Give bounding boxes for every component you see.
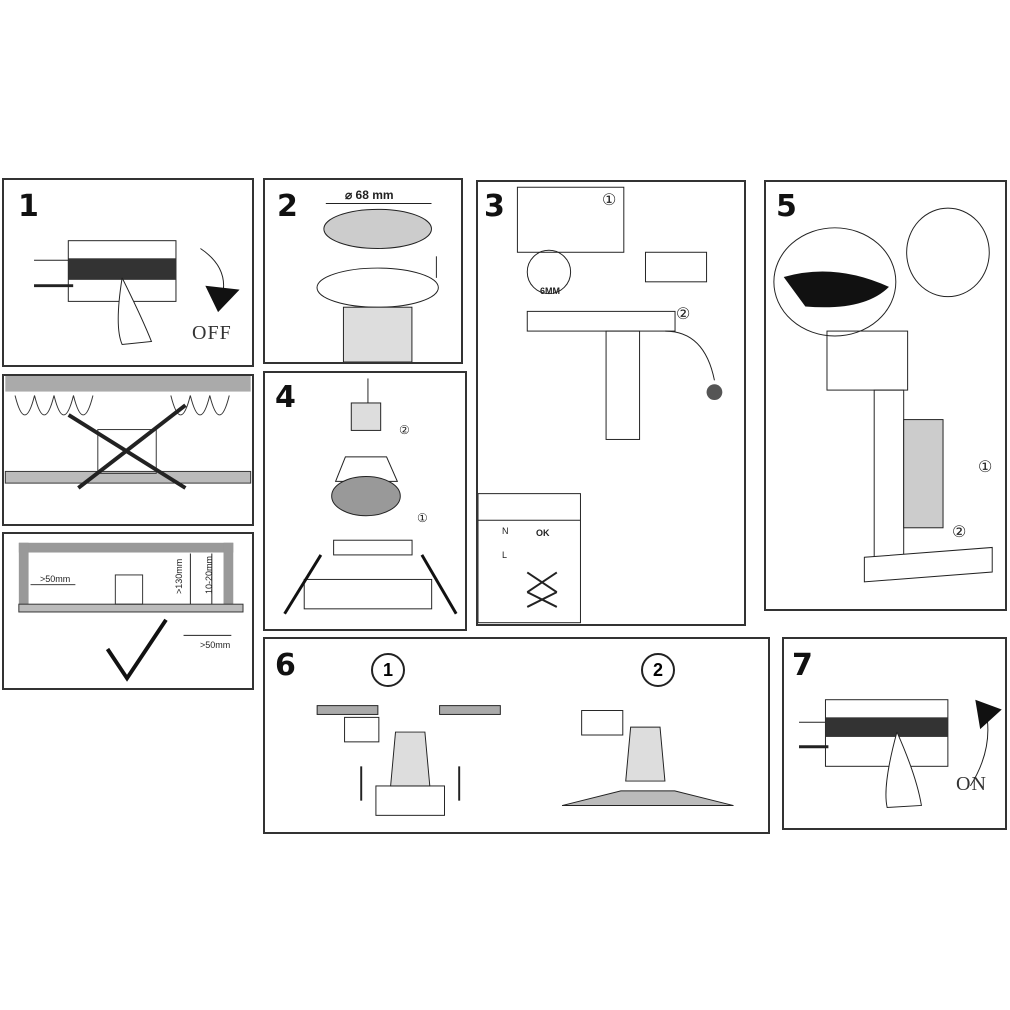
height-clearance: >130mm <box>174 558 184 594</box>
step-marker-2: ② <box>676 306 691 323</box>
step-2-panel: 2 ⌀ 68 mm <box>263 178 463 364</box>
off-label: OFF <box>192 322 232 344</box>
edge-clearance: >50mm <box>200 640 231 650</box>
substep-1-badge: 1 <box>371 653 405 687</box>
step-number: 6 <box>275 648 296 683</box>
cutout-illustration <box>316 202 439 362</box>
clearance-panel: >50mm >130mm 10-20mm >50mm <box>2 532 254 690</box>
step-number: 7 <box>792 648 813 683</box>
step-1-panel: 1 OFF <box>2 178 254 367</box>
step-3-panel: 3 ① ② 6MM OK N L <box>476 180 746 626</box>
step-marker-1: ① <box>978 459 993 476</box>
insulation-warning-panel <box>2 374 254 526</box>
step-number: 4 <box>275 380 296 415</box>
neutral-label: N <box>502 526 509 536</box>
lamp-insert-illustration <box>283 378 458 615</box>
step-marker-2: ② <box>952 524 967 541</box>
step-marker-1: ① <box>417 511 428 525</box>
substep-2-badge: 2 <box>641 653 675 687</box>
side-clearance: >50mm <box>40 574 71 584</box>
covered-fixture-illustration <box>4 376 252 490</box>
step-5-panel: 5 ① ② <box>764 180 1007 611</box>
step-7-panel: 7 ON <box>782 637 1007 830</box>
wiring-illustration <box>478 186 723 624</box>
step-4-panel: 4 ② ① <box>263 371 467 631</box>
on-label: ON <box>956 773 987 795</box>
clearance-illustration <box>18 542 244 682</box>
step-number: 5 <box>776 189 797 224</box>
diameter-label: ⌀ 68 mm <box>345 188 394 202</box>
step-number: 1 <box>18 189 39 224</box>
ceiling-thickness: 10-20mm <box>204 555 214 594</box>
step-marker-2: ② <box>399 423 410 437</box>
live-label: L <box>502 550 508 560</box>
step-marker-1: ① <box>602 192 617 209</box>
driver-connection-illustration <box>773 207 993 583</box>
fixture-insertion-illustration <box>316 705 734 816</box>
strip-length: 6MM <box>540 286 560 296</box>
step-number: 3 <box>484 189 505 224</box>
breaker-panel-illustration <box>34 240 240 345</box>
breaker-on-illustration <box>799 699 1002 808</box>
ok-label: OK <box>536 528 550 538</box>
step-6-panel: 6 1 2 <box>263 637 770 834</box>
step-number: 2 <box>277 189 298 224</box>
